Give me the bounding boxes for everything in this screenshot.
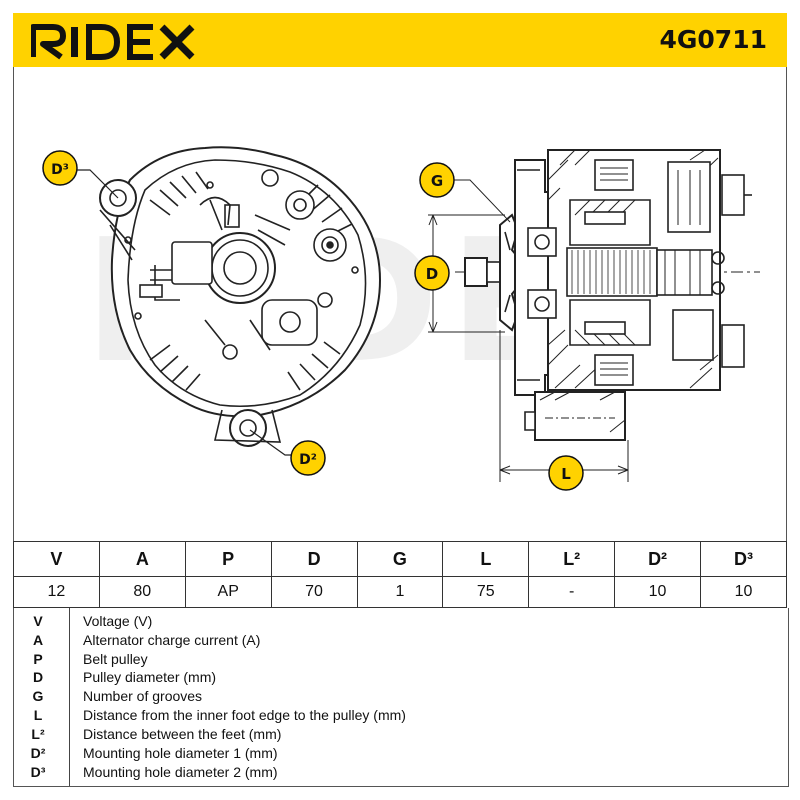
legend-description: Distance between the feet (mm)	[83, 726, 282, 742]
part-number: 4G0711	[659, 25, 768, 54]
spec-header-cell: L²	[528, 541, 616, 577]
legend-symbol: V	[33, 613, 43, 629]
legend-symbol: D	[32, 669, 44, 685]
d3-callout: D³	[42, 150, 119, 199]
spec-header-cell: D	[270, 541, 358, 577]
legend-description: Mounting hole diameter 2 (mm)	[83, 764, 278, 780]
spec-header-cell: D³	[700, 541, 787, 577]
spec-value-cell: 12	[13, 576, 100, 608]
legend-row: A Alternator charge current (A)	[14, 631, 788, 650]
g-callout: G	[419, 162, 455, 198]
d-callout-label: D	[426, 265, 438, 283]
spec-value-cell: -	[528, 576, 616, 608]
legend-symbol: G	[32, 688, 44, 704]
alternator-front-view	[99, 146, 382, 447]
spec-header-cell: V	[13, 541, 100, 577]
legend-row: P Belt pulley	[14, 650, 788, 669]
legend-row: D³ Mounting hole diameter 2 (mm)	[14, 763, 788, 782]
d3-callout-label: D³	[51, 162, 69, 178]
spec-value-cell: 75	[442, 576, 530, 608]
spec-header-cell: A	[98, 541, 186, 577]
d2-callout: D²	[249, 429, 326, 476]
legend-symbol: L²	[31, 726, 45, 742]
legend-row: D Pulley diameter (mm)	[14, 668, 788, 687]
dimension-lines	[428, 179, 629, 482]
spec-header-cell: L	[442, 541, 530, 577]
brand-logo	[31, 24, 195, 60]
spec-value-cell: 80	[98, 576, 186, 608]
drawing-frame	[13, 67, 787, 541]
spec-table: V A P D G L L² D² D³ 12 80 AP 70 1 75 - …	[13, 541, 787, 608]
spec-header-cell: G	[356, 541, 444, 577]
l-callout: L	[548, 455, 584, 491]
legend-row: G Number of grooves	[14, 687, 788, 706]
d2-callout-label: D²	[299, 452, 317, 468]
legend-description: Number of grooves	[83, 688, 203, 704]
legend-description: Pulley diameter (mm)	[83, 669, 217, 685]
legend-row: D² Mounting hole diameter 1 (mm)	[14, 744, 788, 763]
legend-description: Mounting hole diameter 1 (mm)	[83, 745, 278, 761]
legend-symbol: P	[33, 651, 43, 667]
alternator-side-view	[455, 149, 760, 441]
spec-header-row: V A P D G L L² D² D³	[13, 541, 787, 577]
spec-value-cell: 10	[700, 576, 787, 608]
header-bar: 4G0711	[13, 13, 787, 67]
legend-symbol: D³	[30, 764, 46, 780]
spec-value-cell: 10	[614, 576, 701, 608]
legend-description: Distance from the inner foot edge to the…	[83, 707, 406, 723]
legend-row: L² Distance between the feet (mm)	[14, 725, 788, 744]
l-callout-label: L	[561, 465, 571, 483]
legend-description: Alternator charge current (A)	[83, 632, 261, 648]
spec-header-cell: D²	[614, 541, 701, 577]
legend-row: L Distance from the inner foot edge to t…	[14, 706, 788, 725]
alternator-drawing: RIDEX	[42, 146, 760, 491]
legend-description: Belt pulley	[83, 651, 148, 667]
spec-value-row: 12 80 AP 70 1 75 - 10 10	[13, 576, 787, 608]
legend-description: Voltage (V)	[83, 613, 153, 629]
g-callout-label: G	[431, 172, 443, 190]
legend-row: V Voltage (V)	[14, 612, 788, 631]
legend-symbol: L	[33, 707, 43, 723]
legend-symbol: D²	[30, 745, 46, 761]
spec-value-cell: 70	[270, 576, 358, 608]
legend-divider	[69, 608, 70, 786]
spec-header-cell: P	[184, 541, 272, 577]
legend-symbol: A	[32, 632, 44, 648]
d-callout: D	[414, 255, 450, 291]
spec-value-cell: AP	[184, 576, 272, 608]
legend: V Voltage (V) A Alternator charge curren…	[13, 608, 789, 787]
spec-value-cell: 1	[356, 576, 444, 608]
